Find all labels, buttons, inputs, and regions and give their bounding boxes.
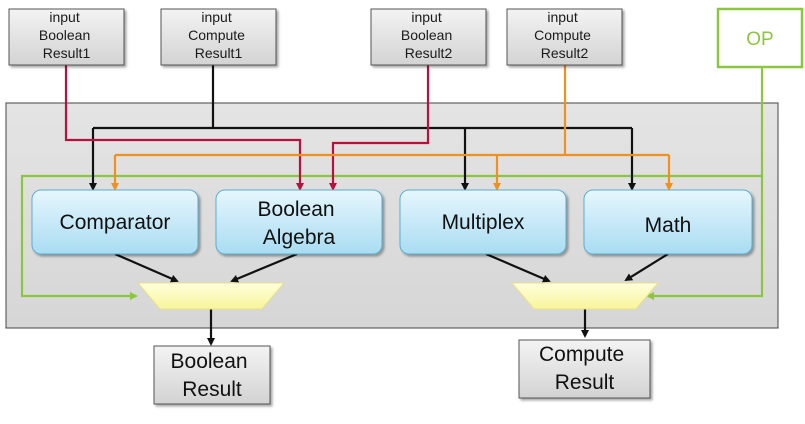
unit-comparator: Comparator [31, 189, 199, 255]
op-wire [20, 67, 764, 300]
svg-text:Boolean Algebra: Boolean Algebra [258, 198, 341, 249]
input-compute-result2: input Compute Result2 [506, 8, 623, 66]
output-label-line: Result [182, 378, 242, 401]
unit-label-line: Comparator [60, 211, 171, 234]
svg-text:Boolean Result: Boolean Result [171, 350, 254, 401]
unit-label-line: Multiplex [442, 211, 525, 234]
unit-label-line: Algebra [263, 226, 336, 249]
svg-text:Comparator: Comparator [60, 211, 171, 234]
unit-to-mux-wires [114, 252, 669, 283]
unit-math: Math [583, 189, 753, 255]
svg-text:input Compute Resu: input Compute Result2 [534, 9, 595, 61]
input-boolean-result2: input Boolean Result2 [370, 8, 487, 66]
svg-text:Multiplex: Multiplex [442, 211, 525, 234]
output-boolean-result: Boolean Result [153, 345, 271, 405]
input-label-line: Result2 [405, 45, 453, 61]
boolean-result2-wire [329, 65, 430, 191]
output-label-line: Boolean [171, 350, 248, 373]
input-label-line: Boolean [39, 27, 90, 43]
op-label: OP [746, 29, 773, 50]
input-label-line: input [201, 9, 231, 25]
input-label-line: Boolean [401, 27, 452, 43]
input-label-line: Compute [534, 27, 591, 43]
input-label-line: Result1 [43, 45, 91, 61]
svg-text:input Compute Resu: input Compute Result1 [188, 9, 249, 61]
svg-text:Compute Result: Compute Result [539, 343, 630, 394]
input-boolean-result1: input Boolean Result1 [8, 8, 125, 66]
unit-label-line: Math [645, 214, 692, 237]
svg-text:input Boolean Resu: input Boolean Result2 [401, 9, 456, 61]
svg-text:Math: Math [645, 214, 692, 237]
mux-output-wires [207, 309, 589, 346]
input-label-line: Result1 [195, 45, 243, 61]
output-label-line: Result [555, 371, 615, 394]
compute-result2-wire [111, 65, 673, 191]
input-label-line: Result2 [541, 45, 589, 61]
output-compute-result: Compute Result [518, 339, 651, 399]
boolean-result1-wire [64, 65, 304, 191]
input-compute-result1: input Compute Result1 [160, 8, 277, 66]
boolean-output-mux [136, 282, 286, 310]
op-box: OP [716, 7, 804, 69]
input-label-line: Compute [188, 27, 245, 43]
input-label-line: input [49, 9, 79, 25]
input-label-line: input [547, 9, 577, 25]
unit-multiplex: Multiplex [399, 189, 567, 255]
compute-output-mux [510, 282, 660, 310]
unit-label-line: Boolean [258, 198, 335, 221]
compute-result1-wire [89, 65, 636, 191]
input-label-line: input [411, 9, 441, 25]
unit-boolean-algebra: Boolean Algebra [215, 189, 383, 255]
svg-text:input Boolean Resu: input Boolean Result1 [39, 9, 94, 61]
output-label-line: Compute [539, 343, 624, 366]
